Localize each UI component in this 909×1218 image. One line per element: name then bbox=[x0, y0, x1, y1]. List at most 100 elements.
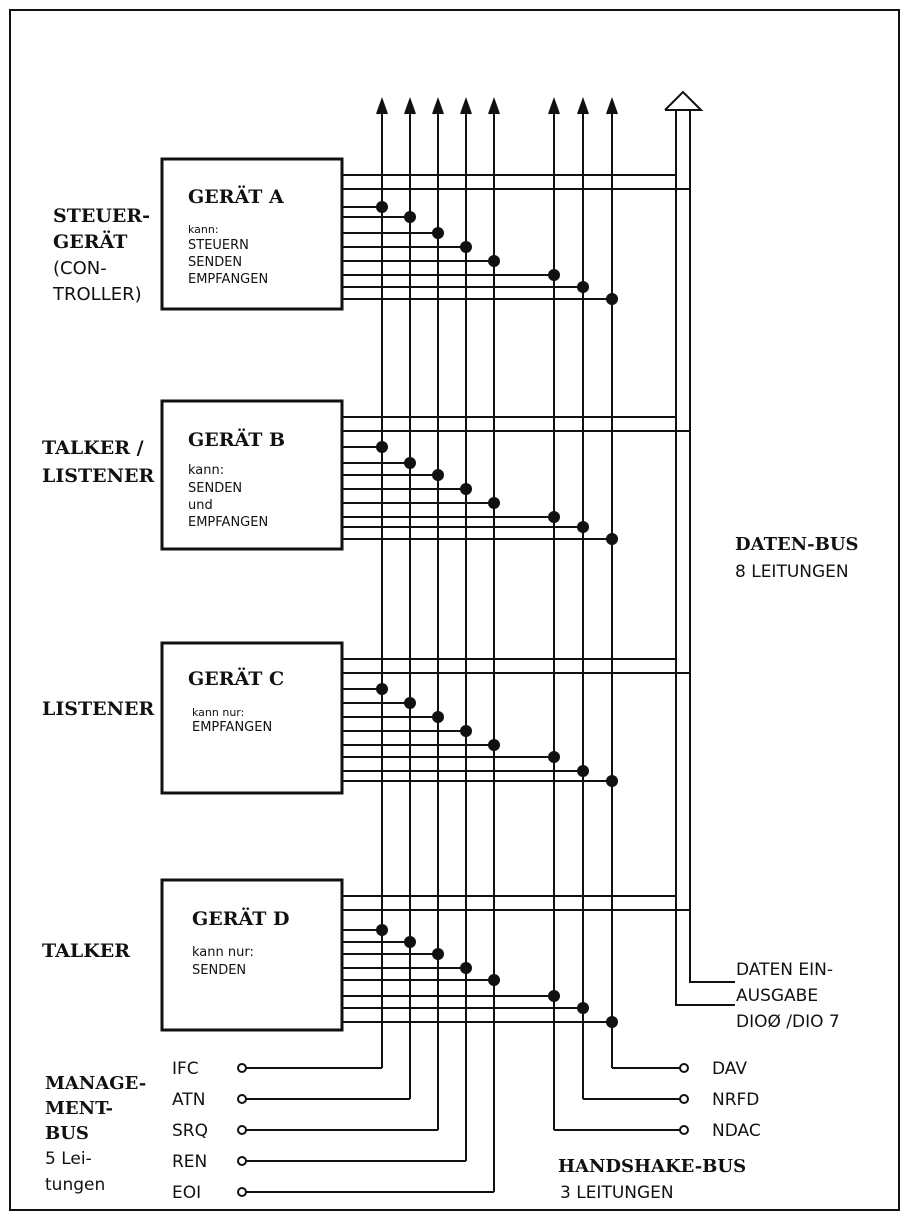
device-a-role: GERÄT bbox=[53, 230, 127, 253]
device-b-junction-nrfd bbox=[577, 521, 589, 533]
bus-arrow-ifc bbox=[376, 97, 388, 115]
signal-terminal-dav bbox=[679, 1063, 689, 1073]
device-a-junction-srq bbox=[432, 227, 444, 239]
management-bus-count: tungen bbox=[45, 1175, 105, 1195]
device-b-kann: kann: bbox=[188, 463, 224, 478]
device-a-ability: SENDEN bbox=[188, 255, 242, 270]
device-c-junction-atn bbox=[404, 697, 416, 709]
device-b-ability: und bbox=[188, 498, 213, 513]
data-io-label: DIOØ /DIO 7 bbox=[736, 1012, 840, 1032]
device-b-junction-atn bbox=[404, 457, 416, 469]
signal-terminal-atn bbox=[237, 1094, 247, 1104]
device-b-ability: EMPFANGEN bbox=[188, 515, 268, 530]
device-d-junction-ndac bbox=[548, 990, 560, 1002]
device-c-junction-eoi bbox=[488, 739, 500, 751]
device-b-role: LISTENER bbox=[42, 465, 154, 487]
device-c-box bbox=[160, 641, 344, 795]
device-c-junction-dav bbox=[606, 775, 618, 787]
device-a-title: GERÄT A bbox=[188, 185, 284, 208]
device-c-title: GERÄT C bbox=[188, 667, 284, 690]
device-d-kann: kann nur: bbox=[192, 945, 254, 960]
signal-atn-label: ATN bbox=[172, 1090, 205, 1110]
device-c-junction-ren bbox=[460, 725, 472, 737]
bus-arrow-ndac bbox=[548, 97, 560, 115]
device-a-junction-ifc bbox=[376, 201, 388, 213]
management-bus-labels: MANAGE- MENT- BUS 5 Lei- tungen IFC ATN … bbox=[45, 1059, 208, 1203]
device-b: GERÄT B kann: SENDEN und EMPFANGEN TALKE… bbox=[42, 399, 344, 551]
bus-arrow-srq bbox=[432, 97, 444, 115]
device-a-junction-eoi bbox=[488, 255, 500, 267]
device-c-junction-ndac bbox=[548, 751, 560, 763]
bus-arrow-eoi bbox=[488, 97, 500, 115]
signal-ren-label: REN bbox=[172, 1152, 207, 1172]
signal-nrfd-label: NRFD bbox=[712, 1090, 759, 1110]
signal-terminal-srq bbox=[237, 1125, 247, 1135]
device-c-junction-nrfd bbox=[577, 765, 589, 777]
management-bus-title: MENT- bbox=[45, 1098, 113, 1119]
device-b-junction-dav bbox=[606, 533, 618, 545]
bus-arrow-dav bbox=[606, 97, 618, 115]
device-a-role: (CON- bbox=[53, 258, 107, 279]
signal-terminal-eoi bbox=[237, 1187, 247, 1197]
data-bus-count: 8 LEITUNGEN bbox=[735, 562, 849, 582]
data-bus-left-rail bbox=[675, 110, 735, 1006]
device-d-junction-eoi bbox=[488, 974, 500, 986]
device-b-junction-srq bbox=[432, 469, 444, 481]
device-a-kann: kann: bbox=[188, 223, 219, 236]
device-d-junction-ifc bbox=[376, 924, 388, 936]
device-c-role: LISTENER bbox=[42, 698, 154, 720]
signal-terminal-nrfd bbox=[679, 1094, 689, 1104]
device-a-junction-nrfd bbox=[577, 281, 589, 293]
handshake-bus-title: HANDSHAKE-BUS bbox=[558, 1156, 746, 1177]
device-a-box bbox=[160, 157, 344, 311]
device-a-role: STEUER- bbox=[53, 205, 150, 227]
bus-arrow-atn bbox=[404, 97, 416, 115]
data-bus-right-rail bbox=[689, 110, 735, 983]
device-a: GERÄT A kann: STEUERN SENDEN EMPFANGEN S… bbox=[52, 157, 344, 311]
device-c: GERÄT C kann nur: EMPFANGEN LISTENER bbox=[42, 641, 344, 795]
device-b-ability: SENDEN bbox=[188, 481, 242, 496]
device-a-junction-atn bbox=[404, 211, 416, 223]
outer-frame bbox=[9, 9, 900, 1211]
device-c-junction-srq bbox=[432, 711, 444, 723]
device-b-junction-ndac bbox=[548, 511, 560, 523]
signal-ndac-label: NDAC bbox=[712, 1121, 761, 1141]
bus-arrow-ren bbox=[460, 97, 472, 115]
device-a-ability: EMPFANGEN bbox=[188, 272, 268, 287]
bus-arrow-nrfd bbox=[577, 97, 589, 115]
device-d-box bbox=[160, 878, 344, 1032]
data-io-label: DATEN EIN- bbox=[736, 960, 833, 980]
data-bus-labels: DATEN-BUS 8 LEITUNGEN DATEN EIN- AUSGABE… bbox=[735, 534, 859, 1032]
device-b-junction-eoi bbox=[488, 497, 500, 509]
handshake-bus-labels: DAV NRFD NDAC HANDSHAKE-BUS 3 LEITUNGEN bbox=[558, 1059, 761, 1203]
device-b-junction-ren bbox=[460, 483, 472, 495]
device-c-kann: kann nur: bbox=[192, 706, 244, 719]
device-b-junction-ifc bbox=[376, 441, 388, 453]
device-b-role: TALKER / bbox=[42, 437, 144, 459]
device-b-box bbox=[160, 399, 344, 551]
data-bus-arrowhead bbox=[664, 90, 704, 111]
device-d-junction-dav bbox=[606, 1016, 618, 1028]
management-bus-title: BUS bbox=[45, 1123, 89, 1144]
signal-terminal-ren bbox=[237, 1156, 247, 1166]
device-d-title: GERÄT D bbox=[192, 907, 289, 930]
data-bus-title: DATEN-BUS bbox=[735, 534, 859, 555]
device-a-junction-ndac bbox=[548, 269, 560, 281]
device-d-junction-atn bbox=[404, 936, 416, 948]
handshake-bus-count: 3 LEITUNGEN bbox=[560, 1183, 674, 1203]
signal-terminal-ifc bbox=[237, 1063, 247, 1073]
signal-dav-label: DAV bbox=[712, 1059, 747, 1079]
wiring-layer bbox=[237, 90, 735, 1197]
device-a-ability: STEUERN bbox=[188, 238, 249, 253]
management-bus-count: 5 Lei- bbox=[45, 1149, 92, 1169]
data-io-label: AUSGABE bbox=[736, 986, 818, 1006]
device-d-role: TALKER bbox=[42, 940, 130, 962]
device-d-junction-nrfd bbox=[577, 1002, 589, 1014]
device-a-junction-dav bbox=[606, 293, 618, 305]
device-d: GERÄT D kann nur: SENDEN TALKER bbox=[42, 878, 344, 1032]
device-d-junction-ren bbox=[460, 962, 472, 974]
signal-terminal-ndac bbox=[679, 1125, 689, 1135]
device-a-junction-ren bbox=[460, 241, 472, 253]
